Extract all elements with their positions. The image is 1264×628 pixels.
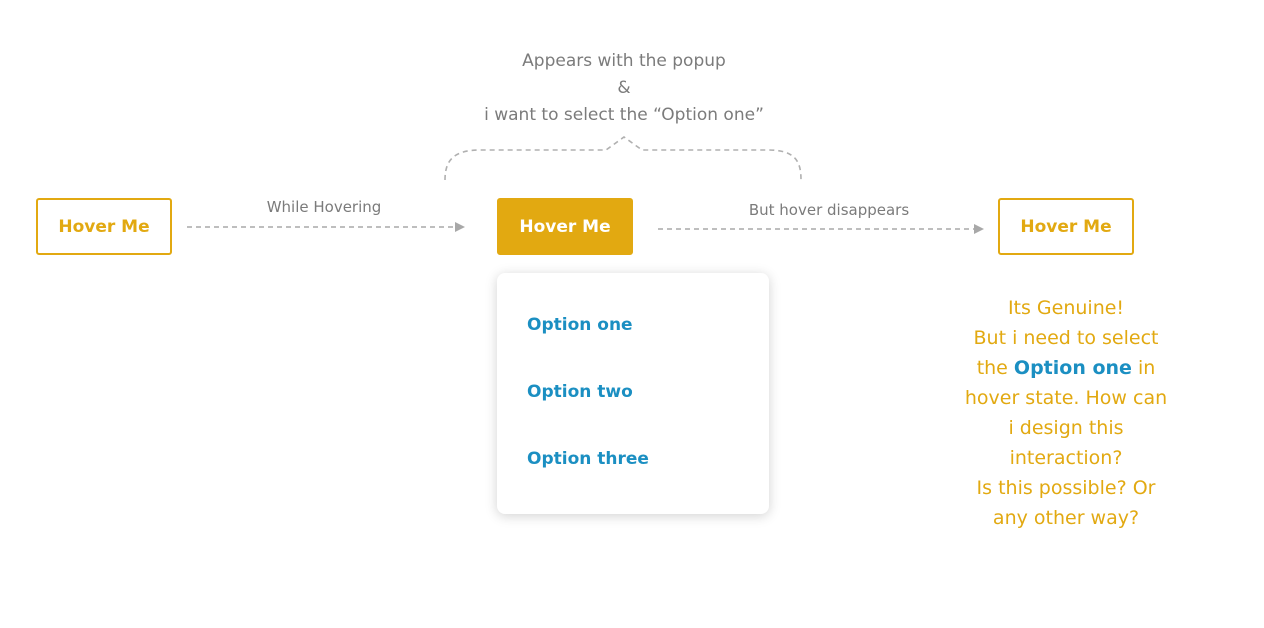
hover-me-button-default[interactable]: Hover Me [36,198,172,255]
option-two[interactable]: Option two [527,382,633,402]
note-line-4: hover state. How can [964,387,1168,409]
popup-annotation: Appears with the popup & i want to selec… [424,48,824,129]
hover-me-button-after[interactable]: Hover Me [998,198,1134,255]
annotation-line-1: Appears with the popup [522,51,726,71]
note-line-3: the Option one in [956,353,1176,383]
note-line-2: But i need to select [973,327,1159,349]
annotation-line-2: & [617,78,631,98]
curly-brace [444,136,802,181]
question-note: Its Genuine! But i need to select the Op… [956,293,1176,533]
option-three[interactable]: Option three [527,449,649,469]
note-line-5: i design this [1008,417,1124,439]
note-line-8: any other way? [992,507,1140,529]
note-line-3-before: the [976,357,1014,379]
note-line-6: interaction? [1009,447,1123,469]
note-line-7: Is this possible? Or [976,477,1156,499]
dropdown-popup: Option one Option two Option three [497,273,769,514]
annotation-line-3: i want to select the “Option one” [484,105,764,125]
note-line-3-after: in [1131,357,1156,379]
note-option-one-highlight: Option one [1013,357,1132,379]
while-hovering-label: While Hovering [266,198,382,216]
hover-disappears-label: But hover disappears [748,201,910,219]
hover-me-button-hovered[interactable]: Hover Me [497,198,633,255]
note-line-1: Its Genuine! [1007,297,1125,319]
option-one[interactable]: Option one [527,315,633,335]
